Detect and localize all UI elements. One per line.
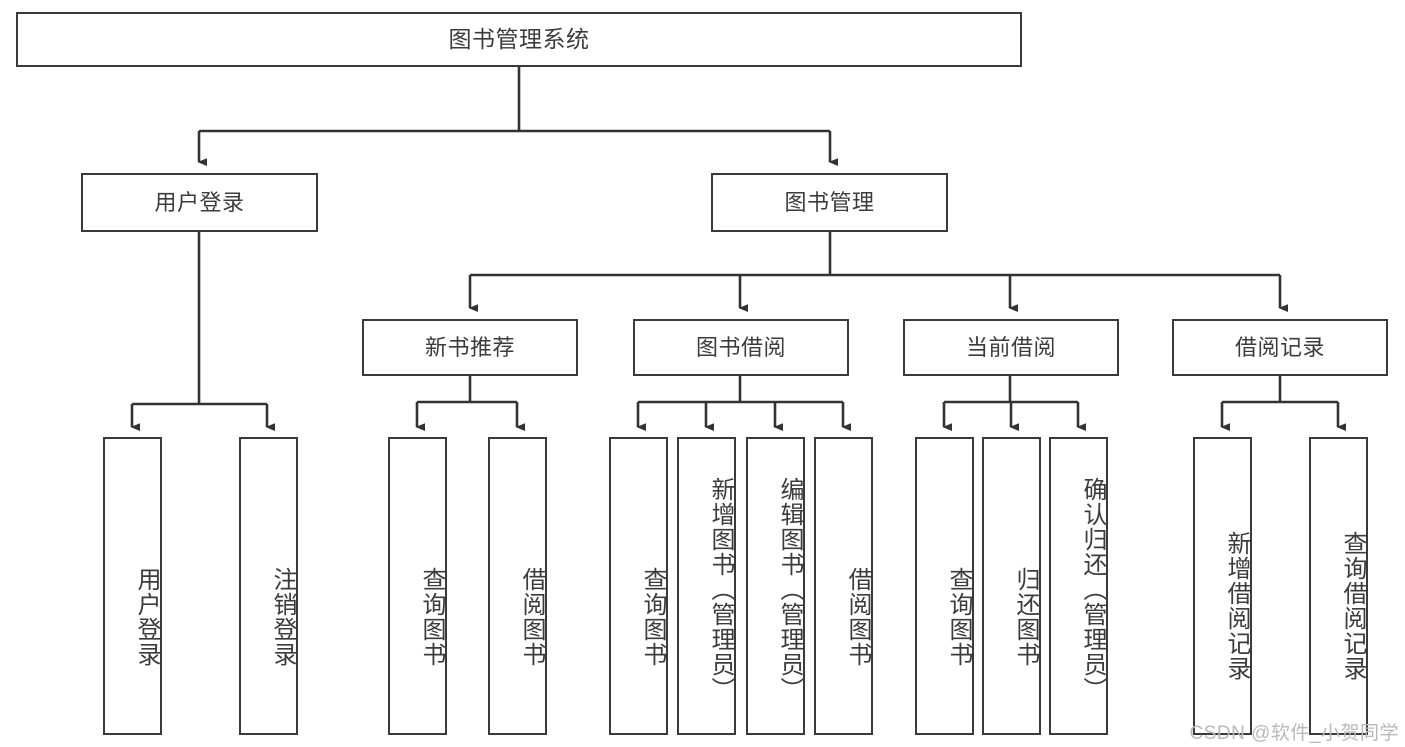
node-label: 用户登录 (133, 567, 160, 667)
node-label: 查询图书 (639, 567, 666, 667)
node-label: 新增图书（管理员） (707, 476, 734, 702)
node-book-borrow[interactable]: 图书借阅 (633, 319, 849, 376)
node-label: 归还图书 (1012, 567, 1039, 667)
node-user-login[interactable]: 用户登录 (81, 173, 318, 232)
leaf-current-borrow-confirm-return-admin[interactable]: 确认归还（管理员） (1049, 437, 1108, 735)
node-label: 查询图书 (945, 567, 972, 667)
leaf-borrow-record-add-record[interactable]: 新增借阅记录 (1193, 437, 1252, 735)
node-new-book-recommend[interactable]: 新书推荐 (362, 319, 578, 376)
leaf-new-book-borrow-book[interactable]: 借阅图书 (488, 437, 547, 735)
node-current-borrow[interactable]: 当前借阅 (903, 319, 1119, 376)
node-label: 新增借阅记录 (1223, 531, 1250, 681)
leaf-book-borrow-add-book-admin[interactable]: 新增图书（管理员） (677, 437, 736, 735)
node-label: 新书推荐 (424, 334, 515, 360)
node-book-management[interactable]: 图书管理 (711, 173, 948, 232)
node-label: 注销登录 (269, 567, 296, 667)
leaf-user-login-login[interactable]: 用户登录 (103, 437, 162, 735)
watermark-text: CSDN @软件_小贺同学 (1189, 723, 1399, 744)
leaf-book-borrow-edit-book-admin[interactable]: 编辑图书（管理员） (746, 437, 805, 735)
node-label: 图书管理 (784, 189, 875, 215)
leaf-new-book-query-book[interactable]: 查询图书 (388, 437, 447, 735)
node-label: 确认归还（管理员） (1079, 476, 1106, 702)
node-label: 查询图书 (418, 567, 445, 667)
leaf-user-login-logout[interactable]: 注销登录 (239, 437, 298, 735)
leaf-current-borrow-query-book[interactable]: 查询图书 (915, 437, 974, 735)
node-label: 借阅图书 (518, 567, 545, 667)
node-label: 图书管理系统 (448, 25, 590, 52)
node-label: 图书借阅 (695, 334, 786, 360)
node-label: 借阅图书 (844, 567, 871, 667)
leaf-current-borrow-return-book[interactable]: 归还图书 (982, 437, 1041, 735)
leaf-book-borrow-borrow-book[interactable]: 借阅图书 (814, 437, 873, 735)
node-root-book-management-system[interactable]: 图书管理系统 (16, 12, 1022, 67)
leaf-book-borrow-query-book[interactable]: 查询图书 (609, 437, 668, 735)
node-label: 当前借阅 (965, 334, 1056, 360)
node-label: 编辑图书（管理员） (776, 476, 803, 702)
node-label: 查询借阅记录 (1339, 531, 1366, 681)
node-label: 用户登录 (154, 189, 245, 215)
node-borrow-record[interactable]: 借阅记录 (1172, 319, 1388, 376)
node-label: 借阅记录 (1234, 334, 1325, 360)
leaf-borrow-record-query-record[interactable]: 查询借阅记录 (1309, 437, 1368, 735)
